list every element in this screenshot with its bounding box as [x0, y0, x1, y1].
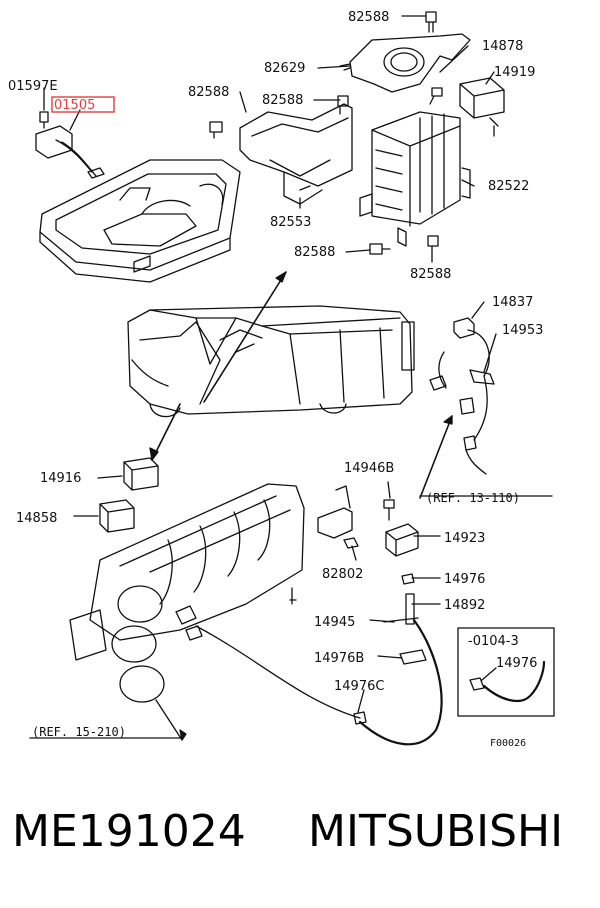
callout-14946b: 14946B [344, 461, 394, 476]
fuel-tank [35, 87, 241, 283]
callout-14976c: 14976C [334, 679, 384, 694]
callout-82588-c: 82588 [294, 245, 335, 260]
highlight-box [51, 96, 115, 113]
inset-box [457, 627, 555, 717]
callout-14919: 14919 [494, 65, 535, 80]
callout-14976: 14976 [444, 572, 485, 587]
callout-14923: 14923 [444, 531, 485, 546]
callout-14976b: 14976B [314, 651, 364, 666]
callout-01505: 01505 [54, 98, 95, 113]
callout-14878: 14878 [482, 39, 523, 54]
callout-14916: 14916 [40, 471, 81, 486]
footer: ME191024 MITSUBISHI [0, 806, 600, 886]
relays [73, 457, 159, 533]
callout-14858: 14858 [16, 511, 57, 526]
callout-82588-a: 82588 [188, 85, 229, 100]
callout-82802: 82802 [322, 567, 363, 582]
callout-14945: 14945 [314, 615, 355, 630]
callout-82588-b: 82588 [262, 93, 303, 108]
harness-assembly [419, 301, 497, 499]
callout-14976-inset: 14976 [496, 656, 537, 671]
callout-14837: 14837 [492, 295, 533, 310]
parts-diagram: 82588 14878 82629 14919 01597E 82588 015… [8, 10, 555, 749]
callout-01597e: 01597E [8, 79, 58, 94]
callout-82522: 82522 [488, 179, 529, 194]
part-number: ME191024 [12, 806, 246, 857]
figure-code: F00026 [490, 738, 526, 749]
sensor-cluster [317, 481, 443, 746]
callout-82588-top: 82588 [348, 10, 389, 25]
intake-manifold [69, 483, 361, 741]
callout-82553: 82553 [270, 215, 311, 230]
ref-13-110: (REF. 13-110) [426, 491, 520, 505]
callout-14892: 14892 [444, 598, 485, 613]
ref-15-210: (REF. 15-210) [32, 725, 126, 739]
brand-name: MITSUBISHI [308, 806, 564, 857]
callout-82588-d: 82588 [410, 267, 451, 282]
callout-14953: 14953 [502, 323, 543, 338]
inset-date: -0104-3 [468, 634, 519, 649]
callout-82629: 82629 [264, 61, 305, 76]
vehicle-outline [127, 271, 415, 461]
diagram-canvas: 82588 14878 82629 14919 01597E 82588 015… [8, 10, 555, 749]
ecu-bracket-assembly [209, 11, 505, 263]
